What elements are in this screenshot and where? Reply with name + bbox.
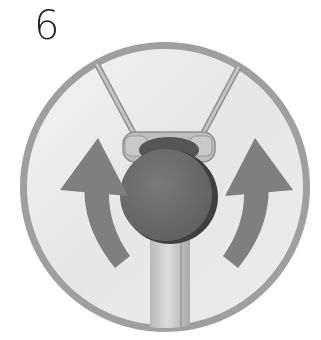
step-illustration	[0, 0, 321, 340]
